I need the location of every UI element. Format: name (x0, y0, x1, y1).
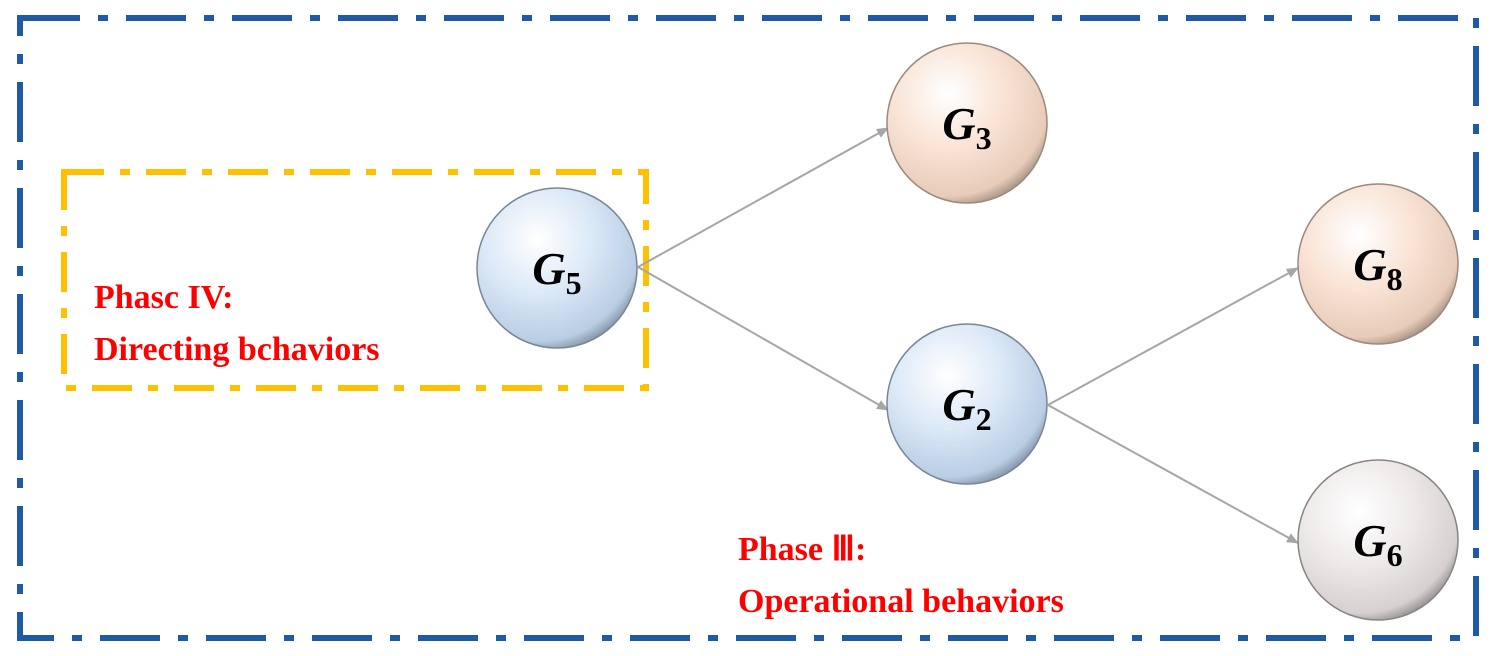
edges-group (637, 127, 1299, 544)
node-g2-label: G2 (942, 379, 991, 437)
node-g5-label: G5 (532, 243, 581, 301)
edge-g2-g8 (1047, 267, 1299, 406)
node-g6-label: G6 (1353, 515, 1402, 573)
node-g6: G6 (1297, 459, 1459, 621)
node-g5: G5 (476, 187, 638, 349)
node-g8-label: G8 (1353, 239, 1402, 297)
edge-g5-g2 (637, 266, 889, 411)
node-g8: G8 (1297, 183, 1459, 345)
phase-iii-subtitle: Operational behaviors (738, 583, 1064, 620)
node-g3: G3 (886, 42, 1048, 204)
node-g3-label: G3 (942, 98, 991, 156)
phase-iii-title: Phase Ⅲ: (738, 531, 866, 568)
edge-g2-g6 (1047, 404, 1299, 544)
edge-g5-g3 (637, 127, 889, 268)
phase-iv-subtitle: Directing bchaviors (94, 331, 380, 368)
phase-iii-frame (17, 15, 1479, 641)
phase-iv-title: Phasc IV: (94, 279, 234, 316)
node-g2: G2 (886, 323, 1048, 485)
phase-iv-frame (61, 169, 649, 391)
